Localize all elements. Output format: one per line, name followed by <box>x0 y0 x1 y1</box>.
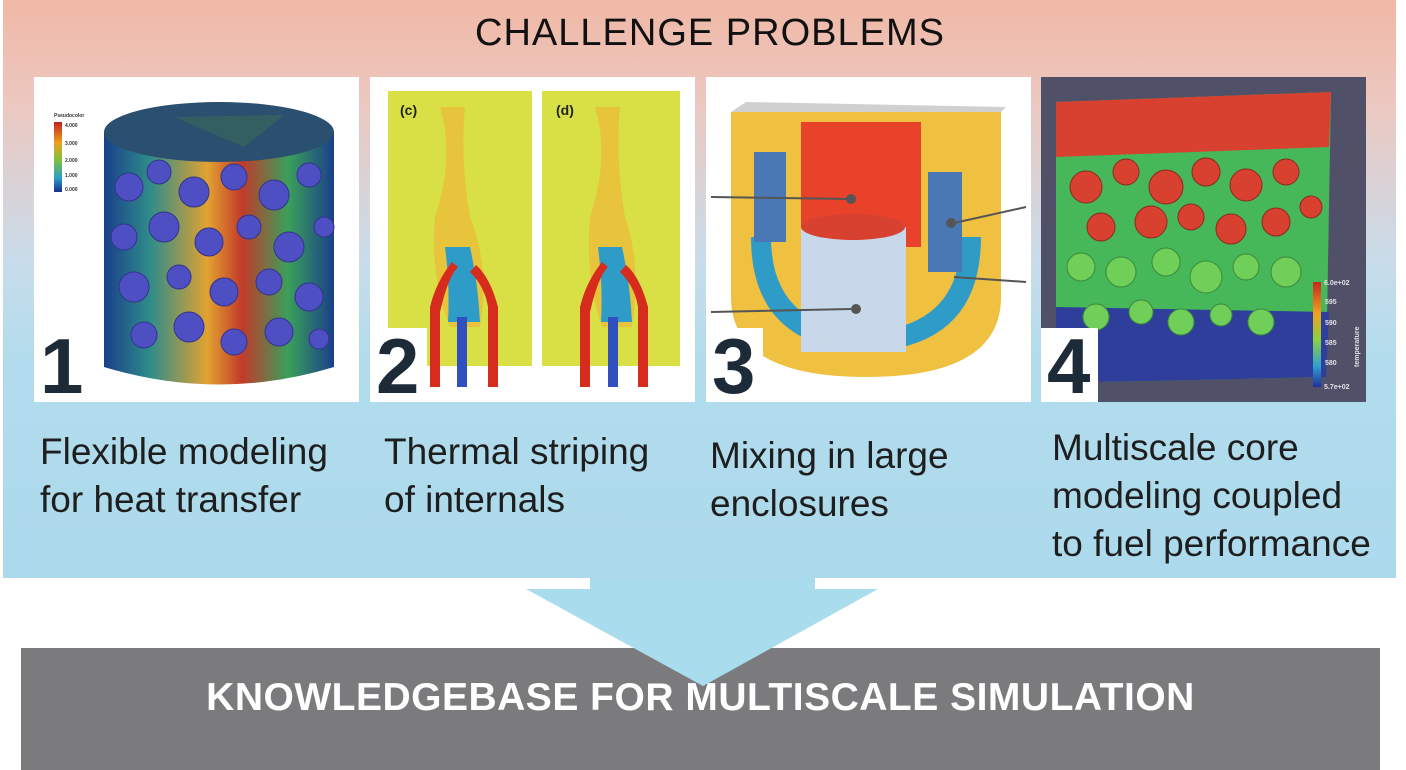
knowledgebase-label: KNOWLEDGEBASE FOR MULTISCALE SIMULATION <box>206 676 1195 719</box>
page-title: CHALLENGE PROBLEMS <box>475 12 945 54</box>
caption-2: Thermal striping of internals <box>384 428 649 524</box>
panel-2-sublabel-c: (c) <box>400 102 417 118</box>
caption-3-line-2: enclosures <box>710 483 889 524</box>
panel-4-multiscale-core-image: 6.0e+02 595 590 585 580 5.7e+02 temperat… <box>1041 77 1366 402</box>
caption-4-line-1: Multiscale core <box>1052 427 1299 468</box>
caption-1-line-1: Flexible modeling <box>40 431 328 472</box>
panel-3-enclosure-mixing-image: 3 <box>706 77 1031 402</box>
panel-2-thermal-striping-image: (c) (d) 2 <box>370 77 695 402</box>
panel-3-number: 3 <box>706 327 764 402</box>
svg-text:Pseudocolor: Pseudocolor <box>54 113 84 119</box>
caption-4-line-3: to fuel performance <box>1052 523 1371 564</box>
caption-3: Mixing in large enclosures <box>710 432 949 528</box>
svg-text:2.000: 2.000 <box>65 158 78 164</box>
colorbar-tick-585: 585 <box>1325 340 1337 347</box>
caption-2-line-2: of internals <box>384 479 565 520</box>
svg-text:1.000: 1.000 <box>65 173 78 179</box>
colorbar-bottom-label: 5.7e+02 <box>1324 384 1350 391</box>
caption-3-line-1: Mixing in large <box>710 435 949 476</box>
caption-2-line-1: Thermal striping <box>384 431 650 472</box>
panel-1-number: 1 <box>34 327 92 402</box>
panel-2-sublabel-d: (d) <box>556 102 574 118</box>
colorbar-title: temperature <box>1354 326 1361 367</box>
caption-4-line-2: modeling coupled <box>1052 475 1343 516</box>
panel-4-number: 4 <box>1041 327 1099 402</box>
svg-text:0.000: 0.000 <box>65 187 78 193</box>
panel-1-packed-bed-image: Pseudocolor 4.000 3.000 2.000 1.000 0.000 1 <box>34 77 359 402</box>
svg-text:3.000: 3.000 <box>65 141 78 147</box>
panel-2-number: 2 <box>370 327 428 402</box>
caption-1: Flexible modeling for heat transfer <box>40 428 328 524</box>
colorbar-tick-580: 580 <box>1325 360 1337 367</box>
svg-text:4.000: 4.000 <box>65 123 78 129</box>
colorbar-top-label: 6.0e+02 <box>1324 280 1350 287</box>
caption-1-line-2: for heat transfer <box>40 479 302 520</box>
colorbar-tick-595: 595 <box>1325 299 1337 306</box>
caption-4: Multiscale core modeling coupled to fuel… <box>1052 424 1371 568</box>
colorbar-tick-590: 590 <box>1325 320 1337 327</box>
